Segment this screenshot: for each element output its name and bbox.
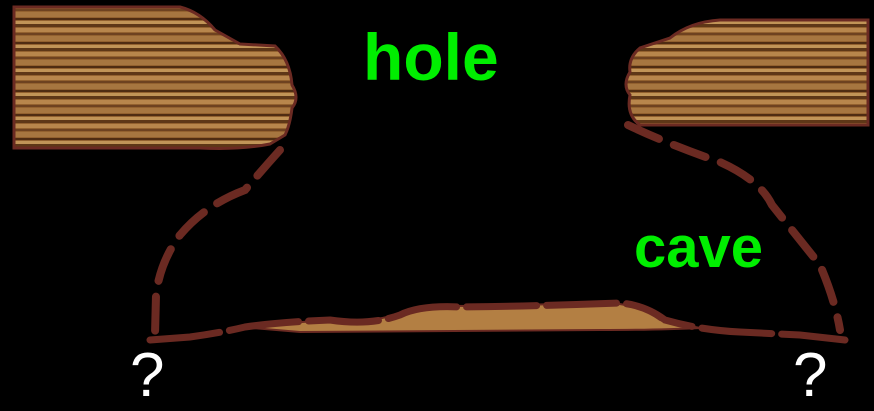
cave-label: cave (634, 219, 763, 277)
left-ground-block (14, 7, 296, 149)
unknown-left-marker: ? (130, 345, 164, 407)
right-ground-block (626, 20, 868, 125)
cave-left-wall-dashed (155, 150, 280, 335)
hole-label: hole (363, 24, 499, 90)
unknown-right-marker: ? (793, 345, 827, 407)
